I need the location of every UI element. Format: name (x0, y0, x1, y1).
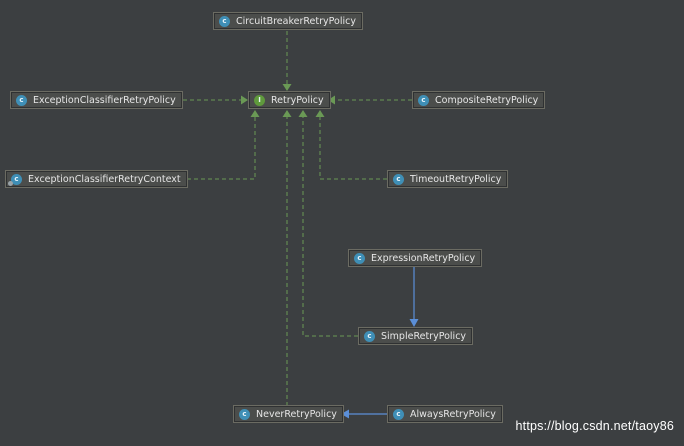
node-label: CompositeRetryPolicy (435, 94, 539, 106)
node-label: CircuitBreakerRetryPolicy (236, 15, 356, 27)
node-label: RetryPolicy (271, 94, 324, 106)
arrowhead-always (341, 409, 349, 419)
watermark-text: https://blog.csdn.net/taoy86 (515, 419, 674, 433)
interface-icon: I (254, 94, 265, 106)
edge-simple-to-retry (302, 117, 358, 337)
node-exception-classifier-retry-context[interactable]: c ExceptionClassifierRetryContext (5, 170, 188, 188)
arrowhead-simple (298, 110, 308, 117)
node-retry-policy[interactable]: I RetryPolicy (248, 91, 331, 109)
node-label: ExpressionRetryPolicy (371, 252, 476, 264)
class-icon: c (364, 330, 375, 342)
class-icon: c (393, 408, 404, 420)
arrowhead-exclassifier (241, 95, 248, 105)
class-icon: c (354, 252, 365, 264)
node-simple-retry-policy[interactable]: c SimpleRetryPolicy (358, 327, 474, 345)
class-icon: c (239, 408, 250, 420)
inner-class-icon: c (8, 173, 22, 186)
node-label: ExceptionClassifierRetryPolicy (33, 94, 176, 106)
arrowhead-excontext (250, 110, 260, 117)
edge-excontext-to-retry (187, 117, 256, 180)
class-icon: c (418, 94, 429, 106)
arrowhead-timeout (315, 110, 325, 117)
class-icon: c (393, 173, 404, 185)
arrowhead-never (282, 110, 292, 117)
node-exception-classifier-retry-policy[interactable]: c ExceptionClassifierRetryPolicy (10, 91, 183, 109)
node-never-retry-policy[interactable]: c NeverRetryPolicy (233, 405, 344, 423)
node-circuit-breaker-retry-policy[interactable]: c CircuitBreakerRetryPolicy (213, 12, 363, 30)
class-icon: c (219, 15, 230, 27)
node-always-retry-policy[interactable]: c AlwaysRetryPolicy (387, 405, 503, 423)
node-timeout-retry-policy[interactable]: c TimeoutRetryPolicy (387, 170, 509, 188)
node-label: TimeoutRetryPolicy (410, 173, 502, 185)
node-label: SimpleRetryPolicy (381, 330, 467, 342)
node-label: ExceptionClassifierRetryContext (28, 173, 181, 185)
node-label: AlwaysRetryPolicy (410, 408, 496, 420)
edge-timeout-to-retry (319, 117, 387, 180)
class-icon: c (16, 94, 27, 106)
node-expression-retry-policy[interactable]: c ExpressionRetryPolicy (348, 249, 483, 267)
node-label: NeverRetryPolicy (256, 408, 337, 420)
arrowhead-expression (409, 319, 419, 327)
arrowhead-circuit (282, 84, 292, 91)
node-composite-retry-policy[interactable]: c CompositeRetryPolicy (412, 91, 546, 109)
arrowhead-composite (328, 95, 335, 105)
